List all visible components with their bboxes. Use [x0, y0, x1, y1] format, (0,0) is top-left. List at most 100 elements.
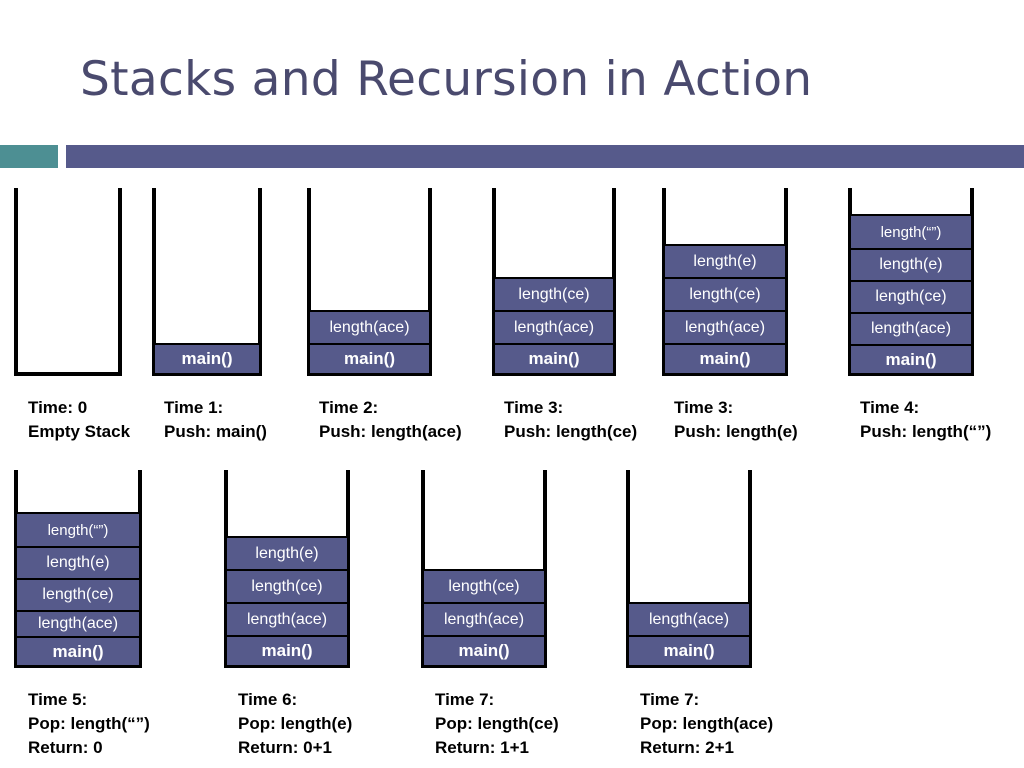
caption-line: Push: length(“”) [860, 422, 992, 441]
stack-wall-left [152, 188, 156, 376]
stack-frames: length(“”)length(e)length(ce)length(ace)… [16, 512, 140, 668]
row1-stack-4: length(e)length(ce)length(ace)main() [662, 188, 788, 376]
row2-caption-3: Time 7: Pop: length(ace) Return: 2+1 [640, 688, 773, 760]
row1-stack-3: length(ce)length(ace)main() [492, 188, 616, 376]
stack-frame: length(“”) [16, 512, 140, 546]
stack-frame: main() [664, 343, 786, 376]
stack-frame: length(e) [226, 536, 348, 569]
stack-wall-right [970, 188, 974, 376]
stack-frame: length(e) [664, 244, 786, 277]
caption-line: Pop: length(ce) [435, 714, 559, 733]
row1-stack-1: main() [152, 188, 262, 376]
caption-line: Time 3: [674, 398, 734, 417]
stack-frames: main() [154, 343, 260, 376]
caption-line: Time 6: [238, 690, 298, 709]
stack-frame: length(ace) [226, 602, 348, 635]
stack-floor [14, 372, 122, 376]
stack-frames: length(ace)main() [309, 310, 430, 376]
caption-line: Push: length(ce) [504, 422, 638, 441]
caption-line: Return: 0+1 [238, 738, 332, 757]
row1-caption-1: Time 1: Push: main() [164, 396, 267, 444]
row1-caption-3: Time 3: Push: length(ce) [504, 396, 637, 444]
stack-frame: main() [309, 343, 430, 376]
stack-frame: main() [850, 344, 972, 376]
caption-line: Time 2: [319, 398, 379, 417]
stack-frame: length(ce) [16, 578, 140, 610]
caption-line: Time 3: [504, 398, 564, 417]
stack-wall-right [428, 188, 432, 376]
caption-line: Return: 0 [28, 738, 103, 757]
stack-wall-right [118, 188, 122, 376]
caption-line: Time 4: [860, 398, 920, 417]
row2-caption-2: Time 7: Pop: length(ce) Return: 1+1 [435, 688, 559, 760]
caption-line: Push: length(e) [674, 422, 798, 441]
stack-wall-right [612, 188, 616, 376]
caption-line: Push: length(ace) [319, 422, 462, 441]
caption-line: Return: 2+1 [640, 738, 734, 757]
row1-stack-0 [14, 188, 122, 376]
stack-wall-right [784, 188, 788, 376]
stack-frame: length(ace) [309, 310, 430, 343]
caption-line: Time 7: [435, 690, 495, 709]
stack-wall-right [346, 470, 350, 668]
stack-frame: length(ace) [423, 602, 545, 635]
stack-frames: length(e)length(ce)length(ace)main() [664, 244, 786, 376]
accent-bar-teal [0, 145, 58, 168]
stack-frames: length(ace)main() [628, 602, 750, 668]
caption-line: Pop: length(e) [238, 714, 353, 733]
stack-frame: length(ace) [664, 310, 786, 343]
stack-frame: main() [494, 343, 614, 376]
stack-wall-right [138, 470, 142, 668]
stack-frame: length(ace) [16, 610, 140, 636]
stack-frame: length(ce) [664, 277, 786, 310]
stack-frames: length(“”)length(e)length(ce)length(ace)… [850, 214, 972, 376]
slide-title: Stacks and Recursion in Action [80, 52, 813, 107]
row1-caption-4: Time 3: Push: length(e) [674, 396, 798, 444]
row1-caption-0: Time: 0 Empty Stack [28, 396, 130, 444]
stack-frame: length(e) [16, 546, 140, 578]
stack-frame: main() [423, 635, 545, 668]
accent-bar-purple [66, 145, 1024, 168]
row1-stack-5: length(“”)length(e)length(ce)length(ace)… [848, 188, 974, 376]
caption-line: Time 5: [28, 690, 88, 709]
stack-frame: main() [628, 635, 750, 668]
stack-frame: length(ace) [850, 312, 972, 344]
caption-line: Time: 0 [28, 398, 88, 417]
stack-frames: length(ce)length(ace)main() [494, 277, 614, 376]
caption-line: Pop: length(“”) [28, 714, 150, 733]
stack-wall-left [307, 188, 311, 376]
caption-line: Return: 1+1 [435, 738, 529, 757]
row1-caption-2: Time 2: Push: length(ace) [319, 396, 462, 444]
caption-line: Pop: length(ace) [640, 714, 774, 733]
stack-frame: main() [16, 636, 140, 668]
caption-line: Empty Stack [28, 422, 131, 441]
row2-stack-0: length(“”)length(e)length(ce)length(ace)… [14, 470, 142, 668]
stack-frames: length(e)length(ce)length(ace)main() [226, 536, 348, 668]
caption-line: Time 7: [640, 690, 700, 709]
caption-line: Time 1: [164, 398, 224, 417]
stack-frame: length(ce) [850, 280, 972, 312]
row1-caption-5: Time 4: Push: length(“”) [860, 396, 991, 444]
stack-frame: main() [154, 343, 260, 376]
stack-frame: length(e) [850, 248, 972, 280]
stack-frame: main() [226, 635, 348, 668]
stack-frame: length(ce) [226, 569, 348, 602]
row1-stack-2: length(ace)main() [307, 188, 432, 376]
stack-frame: length(“”) [850, 214, 972, 248]
stack-wall-left [14, 188, 18, 376]
stack-frame: length(ce) [494, 277, 614, 310]
stack-frames: length(ce)length(ace)main() [423, 569, 545, 668]
stack-wall-right [258, 188, 262, 376]
stack-frame: length(ce) [423, 569, 545, 602]
row2-stack-2: length(ce)length(ace)main() [421, 470, 547, 668]
stack-wall-right [748, 470, 752, 668]
row2-stack-1: length(e)length(ce)length(ace)main() [224, 470, 350, 668]
row2-caption-1: Time 6: Pop: length(e) Return: 0+1 [238, 688, 352, 760]
row2-caption-0: Time 5: Pop: length(“”) Return: 0 [28, 688, 150, 760]
caption-line: Push: main() [164, 422, 267, 441]
stack-frame: length(ace) [494, 310, 614, 343]
row2-stack-3: length(ace)main() [626, 470, 752, 668]
stack-wall-right [543, 470, 547, 668]
stack-wall-left [626, 470, 630, 668]
stack-frame: length(ace) [628, 602, 750, 635]
